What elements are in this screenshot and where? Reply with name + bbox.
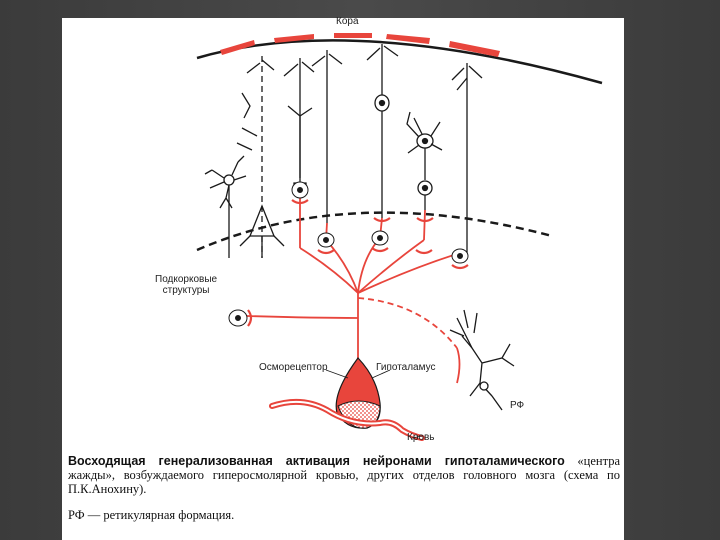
figure-caption: Восходящая генерализованная активация не… — [68, 454, 620, 496]
caption-lead: Восходящая генерализованная активация не… — [68, 454, 565, 468]
subcortex-boundary — [196, 211, 553, 252]
rf-label: РФ — [510, 400, 525, 411]
neuron-diagram — [196, 33, 603, 441]
leader-lines — [325, 369, 423, 439]
subcortical-label: Подкорковые структуры — [155, 274, 218, 296]
blood-label: Кровь — [407, 432, 435, 443]
cortex-label: Кора — [336, 16, 359, 27]
cortical-neurons — [204, 44, 515, 411]
slide-sheet: Кора Подкорковые структуры Осморецептор … — [62, 16, 624, 540]
synapse-terminals — [228, 181, 469, 327]
rf-abbreviation-note: РФ — ретикулярная формация. — [68, 508, 235, 522]
cortex-surface — [196, 39, 603, 85]
hypothalamus-label: Гипоталамус — [376, 362, 436, 373]
osmoreceptor-label: Осморецептор — [259, 362, 328, 373]
cortex-red-patches — [220, 33, 500, 57]
caption-rest: «центра жажды», возбуждаемого гиперосмол… — [68, 454, 620, 496]
synapse-red-caps — [247, 199, 469, 327]
